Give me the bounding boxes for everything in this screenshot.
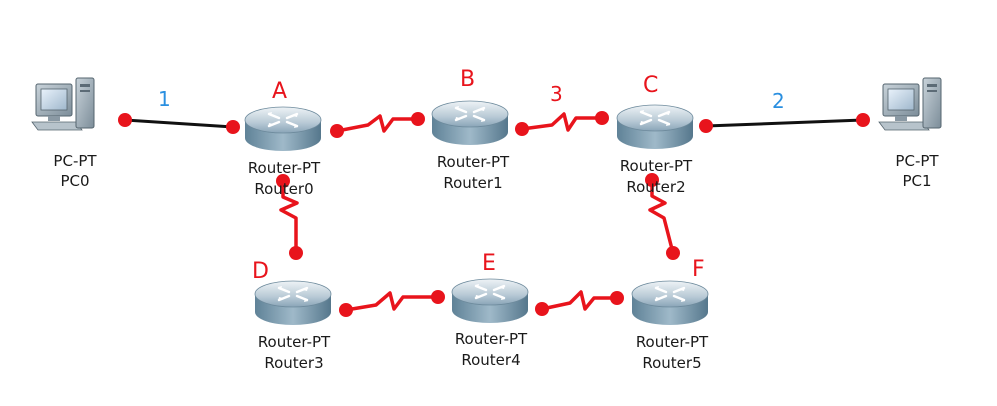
link-endpoint xyxy=(645,173,659,187)
links-layer xyxy=(118,111,870,317)
pc1-device[interactable] xyxy=(878,77,942,131)
device-labels: PC-PT PC0 PC-PT PC1 Router-PT Router0 Ro… xyxy=(53,152,939,372)
router1-tag: B xyxy=(460,67,475,92)
link-endpoint xyxy=(535,302,549,316)
serial-link-router4-router5[interactable] xyxy=(541,290,617,311)
pc1-name-label: PC1 xyxy=(902,172,931,190)
router4-type-label: Router-PT xyxy=(455,330,528,348)
router-icon xyxy=(253,279,333,327)
link-label-pc0-router0: 1 xyxy=(158,87,171,111)
router-icon xyxy=(430,99,510,147)
link-endpoint xyxy=(431,290,445,304)
pc0-type-label: PC-PT xyxy=(53,152,97,170)
pc0-name-label: PC0 xyxy=(60,172,89,190)
router5-name-label: Router5 xyxy=(642,354,701,372)
link-endpoint xyxy=(276,174,290,188)
router-tags: A B C D E F xyxy=(252,67,705,284)
ethernet-link-pc0-router0[interactable] xyxy=(124,118,234,129)
serial-link-router0-router1[interactable] xyxy=(336,114,418,133)
link-endpoint xyxy=(610,291,624,305)
serial-link-router0-router3[interactable] xyxy=(279,181,299,253)
router1-device[interactable] xyxy=(430,99,510,147)
router3-tag: D xyxy=(252,259,269,284)
link-endpoint xyxy=(118,113,132,127)
pc0-device[interactable] xyxy=(31,77,95,131)
link-endpoint xyxy=(515,122,529,136)
router-icon xyxy=(243,105,323,153)
router-icon xyxy=(615,103,695,151)
router4-device[interactable] xyxy=(450,277,530,325)
router0-type-label: Router-PT xyxy=(248,159,321,177)
link-endpoint xyxy=(289,246,303,260)
router2-name-label: Router2 xyxy=(626,178,685,196)
link-endpoint xyxy=(411,112,425,126)
pc-icon xyxy=(878,77,942,131)
link-endpoint xyxy=(330,124,344,138)
ethernet-link-router2-pc1[interactable] xyxy=(705,118,864,128)
serial-link-router1-router2[interactable] xyxy=(521,112,602,132)
pc-icon xyxy=(31,77,95,131)
serial-link-router2-router5[interactable] xyxy=(648,180,675,254)
serial-link-router3-router4[interactable] xyxy=(345,291,438,312)
router1-name-label: Router1 xyxy=(443,174,502,192)
router1-type-label: Router-PT xyxy=(437,153,510,171)
router5-tag: F xyxy=(692,257,705,282)
link-endpoint xyxy=(226,120,240,134)
router4-name-label: Router4 xyxy=(461,351,520,369)
router4-tag: E xyxy=(482,251,496,276)
link-endpoint xyxy=(856,113,870,127)
pc1-type-label: PC-PT xyxy=(895,152,939,170)
router0-name-label: Router0 xyxy=(254,180,313,198)
link-label-router1-router2: 3 xyxy=(550,82,563,106)
router5-device[interactable] xyxy=(630,279,710,327)
router-icon xyxy=(450,277,530,325)
router-icon xyxy=(630,279,710,327)
link-endpoints xyxy=(118,111,870,317)
link-endpoint xyxy=(666,246,680,260)
link-endpoint xyxy=(339,303,353,317)
router2-type-label: Router-PT xyxy=(620,157,693,175)
link-endpoint xyxy=(699,119,713,133)
link-endpoint xyxy=(595,111,609,125)
router2-tag: C xyxy=(643,73,658,98)
router5-type-label: Router-PT xyxy=(636,333,709,351)
router3-type-label: Router-PT xyxy=(258,333,331,351)
router2-device[interactable] xyxy=(615,103,695,151)
router0-device[interactable] xyxy=(243,105,323,153)
router0-tag: A xyxy=(272,79,287,104)
link-labels: 1 3 2 xyxy=(158,82,785,113)
router3-device[interactable] xyxy=(253,279,333,327)
link-label-router2-pc1: 2 xyxy=(772,89,785,113)
router3-name-label: Router3 xyxy=(264,354,323,372)
